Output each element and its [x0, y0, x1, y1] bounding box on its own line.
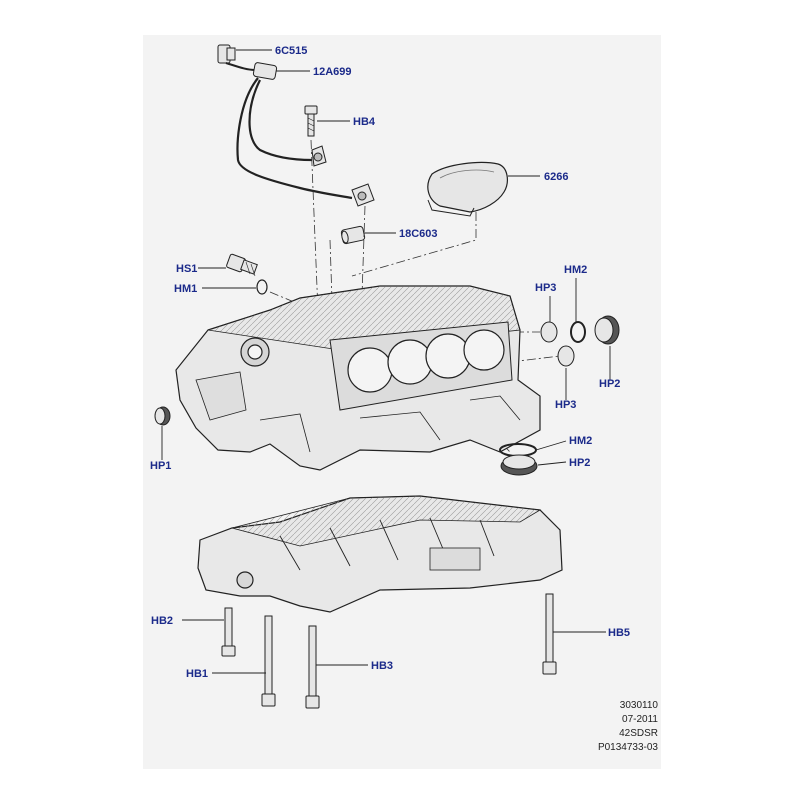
reference-code: 42SDSR [619, 728, 658, 739]
callout-6c515: 6C515 [275, 45, 308, 57]
plug-hp3-upper [540, 321, 558, 343]
callout-6266: 6266 [544, 171, 569, 183]
bolt-hb2 [221, 607, 236, 657]
callout-hp3-bottom: HP3 [555, 399, 577, 411]
cover-plate-6266 [427, 161, 508, 217]
reference-date: 07-2011 [622, 714, 658, 725]
plug-18c603 [340, 225, 366, 245]
leader-lines [161, 49, 611, 674]
plug-hp3-lower [557, 345, 575, 367]
seal-hm2-upper [570, 321, 586, 343]
callout-hp2-low: HP2 [569, 457, 591, 469]
diagram-reference: 3030110 07-2011 42SDSR P0134733-03 [598, 699, 658, 755]
callout-12a699: 12A699 [313, 66, 352, 78]
plug-hp1-face [154, 407, 166, 425]
callout-hb5: HB5 [608, 627, 631, 639]
plug-hp2-lower-face [502, 454, 536, 470]
callout-hm2-top: HM2 [564, 264, 588, 276]
callout-hb1: HB1 [186, 668, 209, 680]
crankcase-lower [197, 495, 563, 613]
reference-number: 3030110 [619, 700, 658, 711]
bolt-hb3 [305, 625, 320, 709]
callout-hp2-right: HP2 [599, 378, 621, 390]
callout-hs1: HS1 [176, 263, 198, 275]
connector-clip-tab [226, 47, 236, 61]
washer-hm1 [256, 279, 268, 295]
callout-hp3-top: HP3 [535, 282, 557, 294]
callout-hb4: HB4 [353, 116, 376, 128]
bolt-hb5 [542, 593, 557, 675]
callout-18c603: 18C603 [399, 228, 438, 240]
callout-hm2-low: HM2 [569, 435, 593, 447]
callout-hb2: HB2 [151, 615, 174, 627]
reference-part-id: P0134733-03 [597, 742, 658, 753]
bolt-hs1 [226, 253, 258, 277]
knock-sensor-harness [217, 44, 375, 207]
callout-hb3: HB3 [371, 660, 394, 672]
bolt-hb1 [261, 615, 276, 707]
seal-hm2-lower [499, 443, 537, 457]
callout-hp1: HP1 [150, 460, 172, 472]
harness-connector [252, 62, 278, 80]
callout-hm1: HM1 [174, 283, 198, 295]
bolt-hb4 [304, 105, 318, 137]
cylinder-block-upper [175, 285, 541, 471]
plug-hp2-upper-face [594, 317, 614, 343]
